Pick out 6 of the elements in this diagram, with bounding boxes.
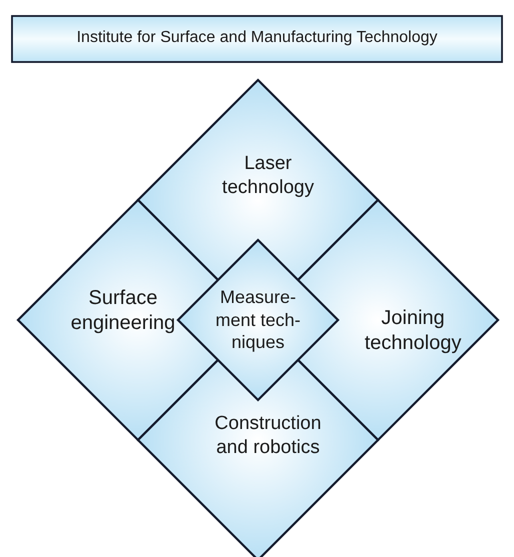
title-text: Institute for Surface and Manufacturing Technology xyxy=(76,28,438,48)
topic-label: Measure- ment tech- niques xyxy=(214,286,302,354)
topic-label: Laser technology xyxy=(221,152,315,200)
topic-label: Construction and robotics xyxy=(214,412,322,460)
topic-label: Surface engineering xyxy=(70,286,176,336)
topic-label: Joining technology xyxy=(364,306,462,356)
